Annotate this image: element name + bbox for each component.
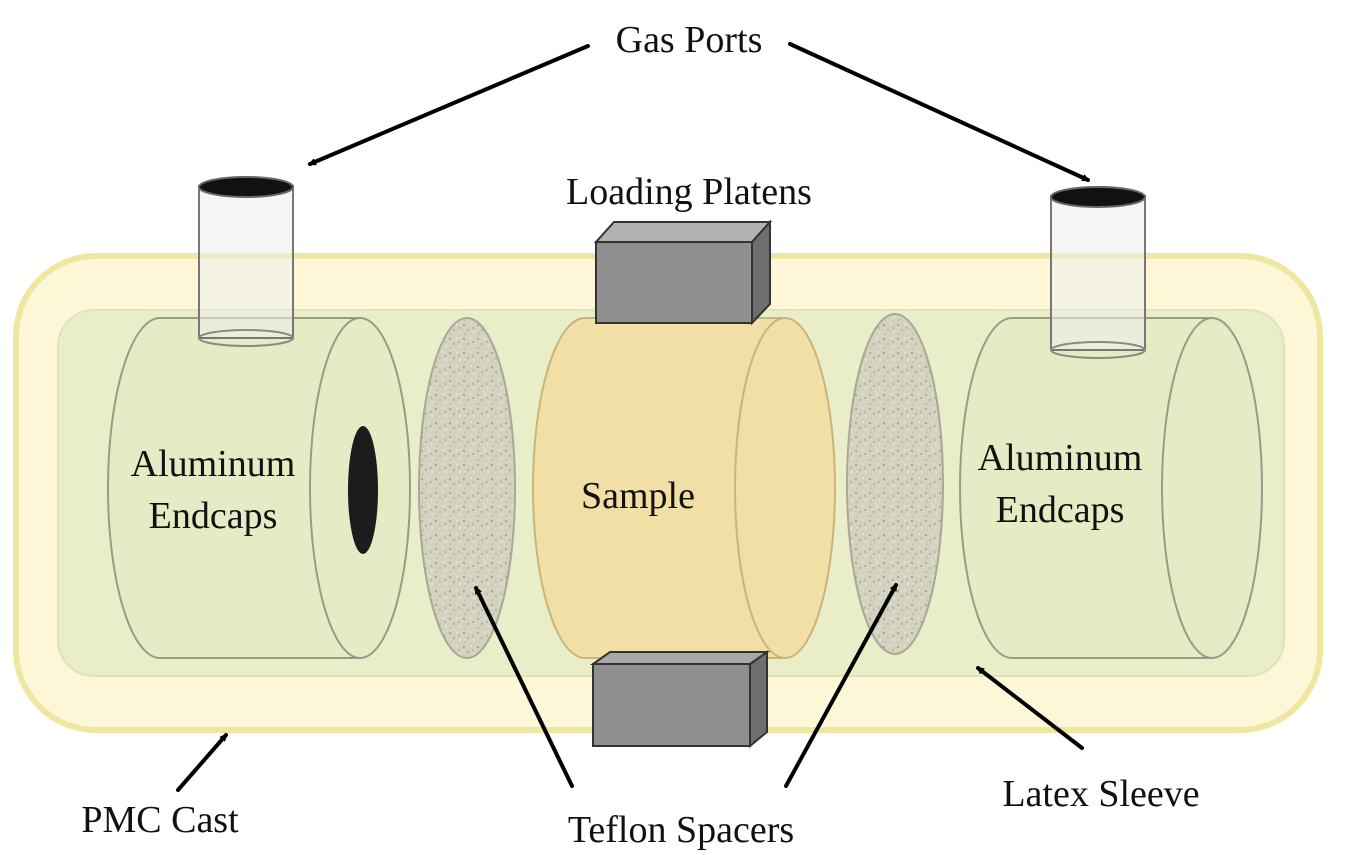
teflon-spacers-arrow-right <box>784 583 898 788</box>
right-teflon-spacer <box>846 313 944 655</box>
top-loading-platen <box>593 219 773 326</box>
right-endcap-label-line1: Aluminum <box>978 437 1143 479</box>
left-endcap-label-line2: Endcaps <box>149 495 278 537</box>
pmc-cast-arrow <box>176 733 228 792</box>
right-gas-port <box>1050 186 1146 359</box>
pmc-cast-label: PMC Cast <box>81 799 239 841</box>
left-gas-port <box>198 176 294 347</box>
right-aluminum-endcap <box>959 317 1263 659</box>
gas-ports-arrow-right <box>788 42 1090 182</box>
gas-ports-arrow-left <box>308 44 590 166</box>
right-endcap-label-line2: Endcaps <box>996 489 1125 531</box>
left-endcap-label-line1: Aluminum <box>131 443 296 485</box>
loading-platens-label: Loading Platens <box>566 171 812 213</box>
teflon-spacers-arrow-left <box>474 586 574 788</box>
left-teflon-spacer <box>418 317 516 659</box>
gas-ports-label: Gas Ports <box>616 19 763 61</box>
teflon-spacers-label: Teflon Spacers <box>568 809 794 851</box>
sample-cylinder <box>532 317 836 659</box>
bottom-loading-platen <box>589 650 771 749</box>
left-aluminum-endcap <box>107 317 411 659</box>
latex-sleeve-label: Latex Sleeve <box>1002 773 1199 815</box>
latex-sleeve-arrow <box>976 666 1084 750</box>
endcap-port-hole <box>348 426 378 554</box>
sample-label: Sample <box>581 475 695 517</box>
